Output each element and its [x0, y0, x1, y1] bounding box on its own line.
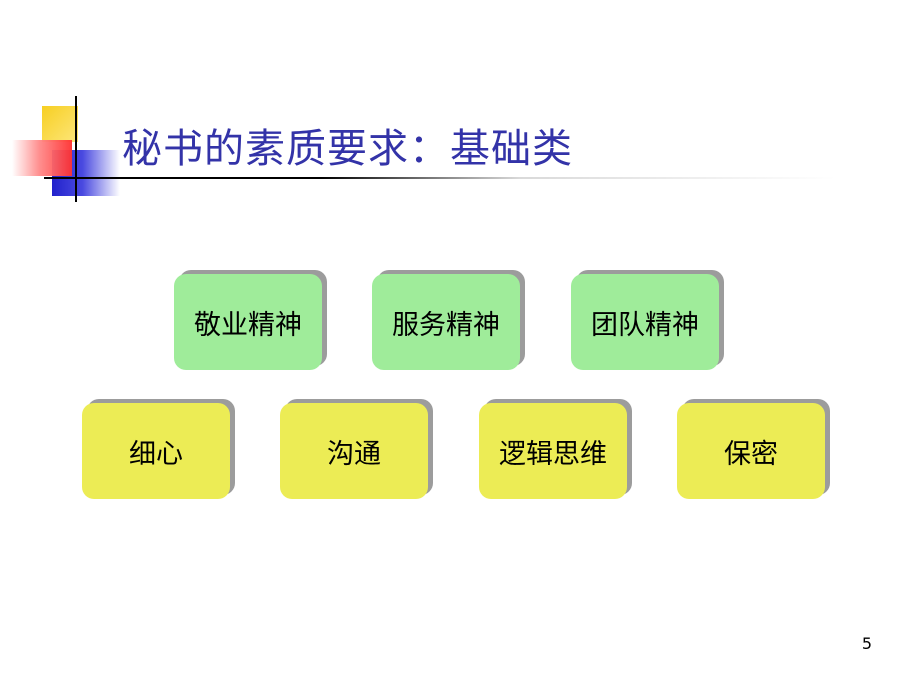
quality-box-service: 服务精神 [372, 274, 520, 370]
quality-box-carefulness: 细心 [82, 403, 230, 499]
quality-box-communication: 沟通 [280, 403, 428, 499]
quality-box-confidentiality: 保密 [677, 403, 825, 499]
quality-box-dedication: 敬业精神 [174, 274, 322, 370]
title-underline [44, 177, 836, 179]
decor-red-bar [12, 140, 72, 176]
quality-box-logic: 逻辑思维 [479, 403, 627, 499]
quality-box-teamwork: 团队精神 [571, 274, 719, 370]
decor-vertical-line [75, 96, 77, 202]
page-number: 5 [861, 634, 872, 653]
decor-yellow-square [42, 106, 78, 142]
slide-title: 秘书的素质要求：基础类 [122, 126, 573, 172]
